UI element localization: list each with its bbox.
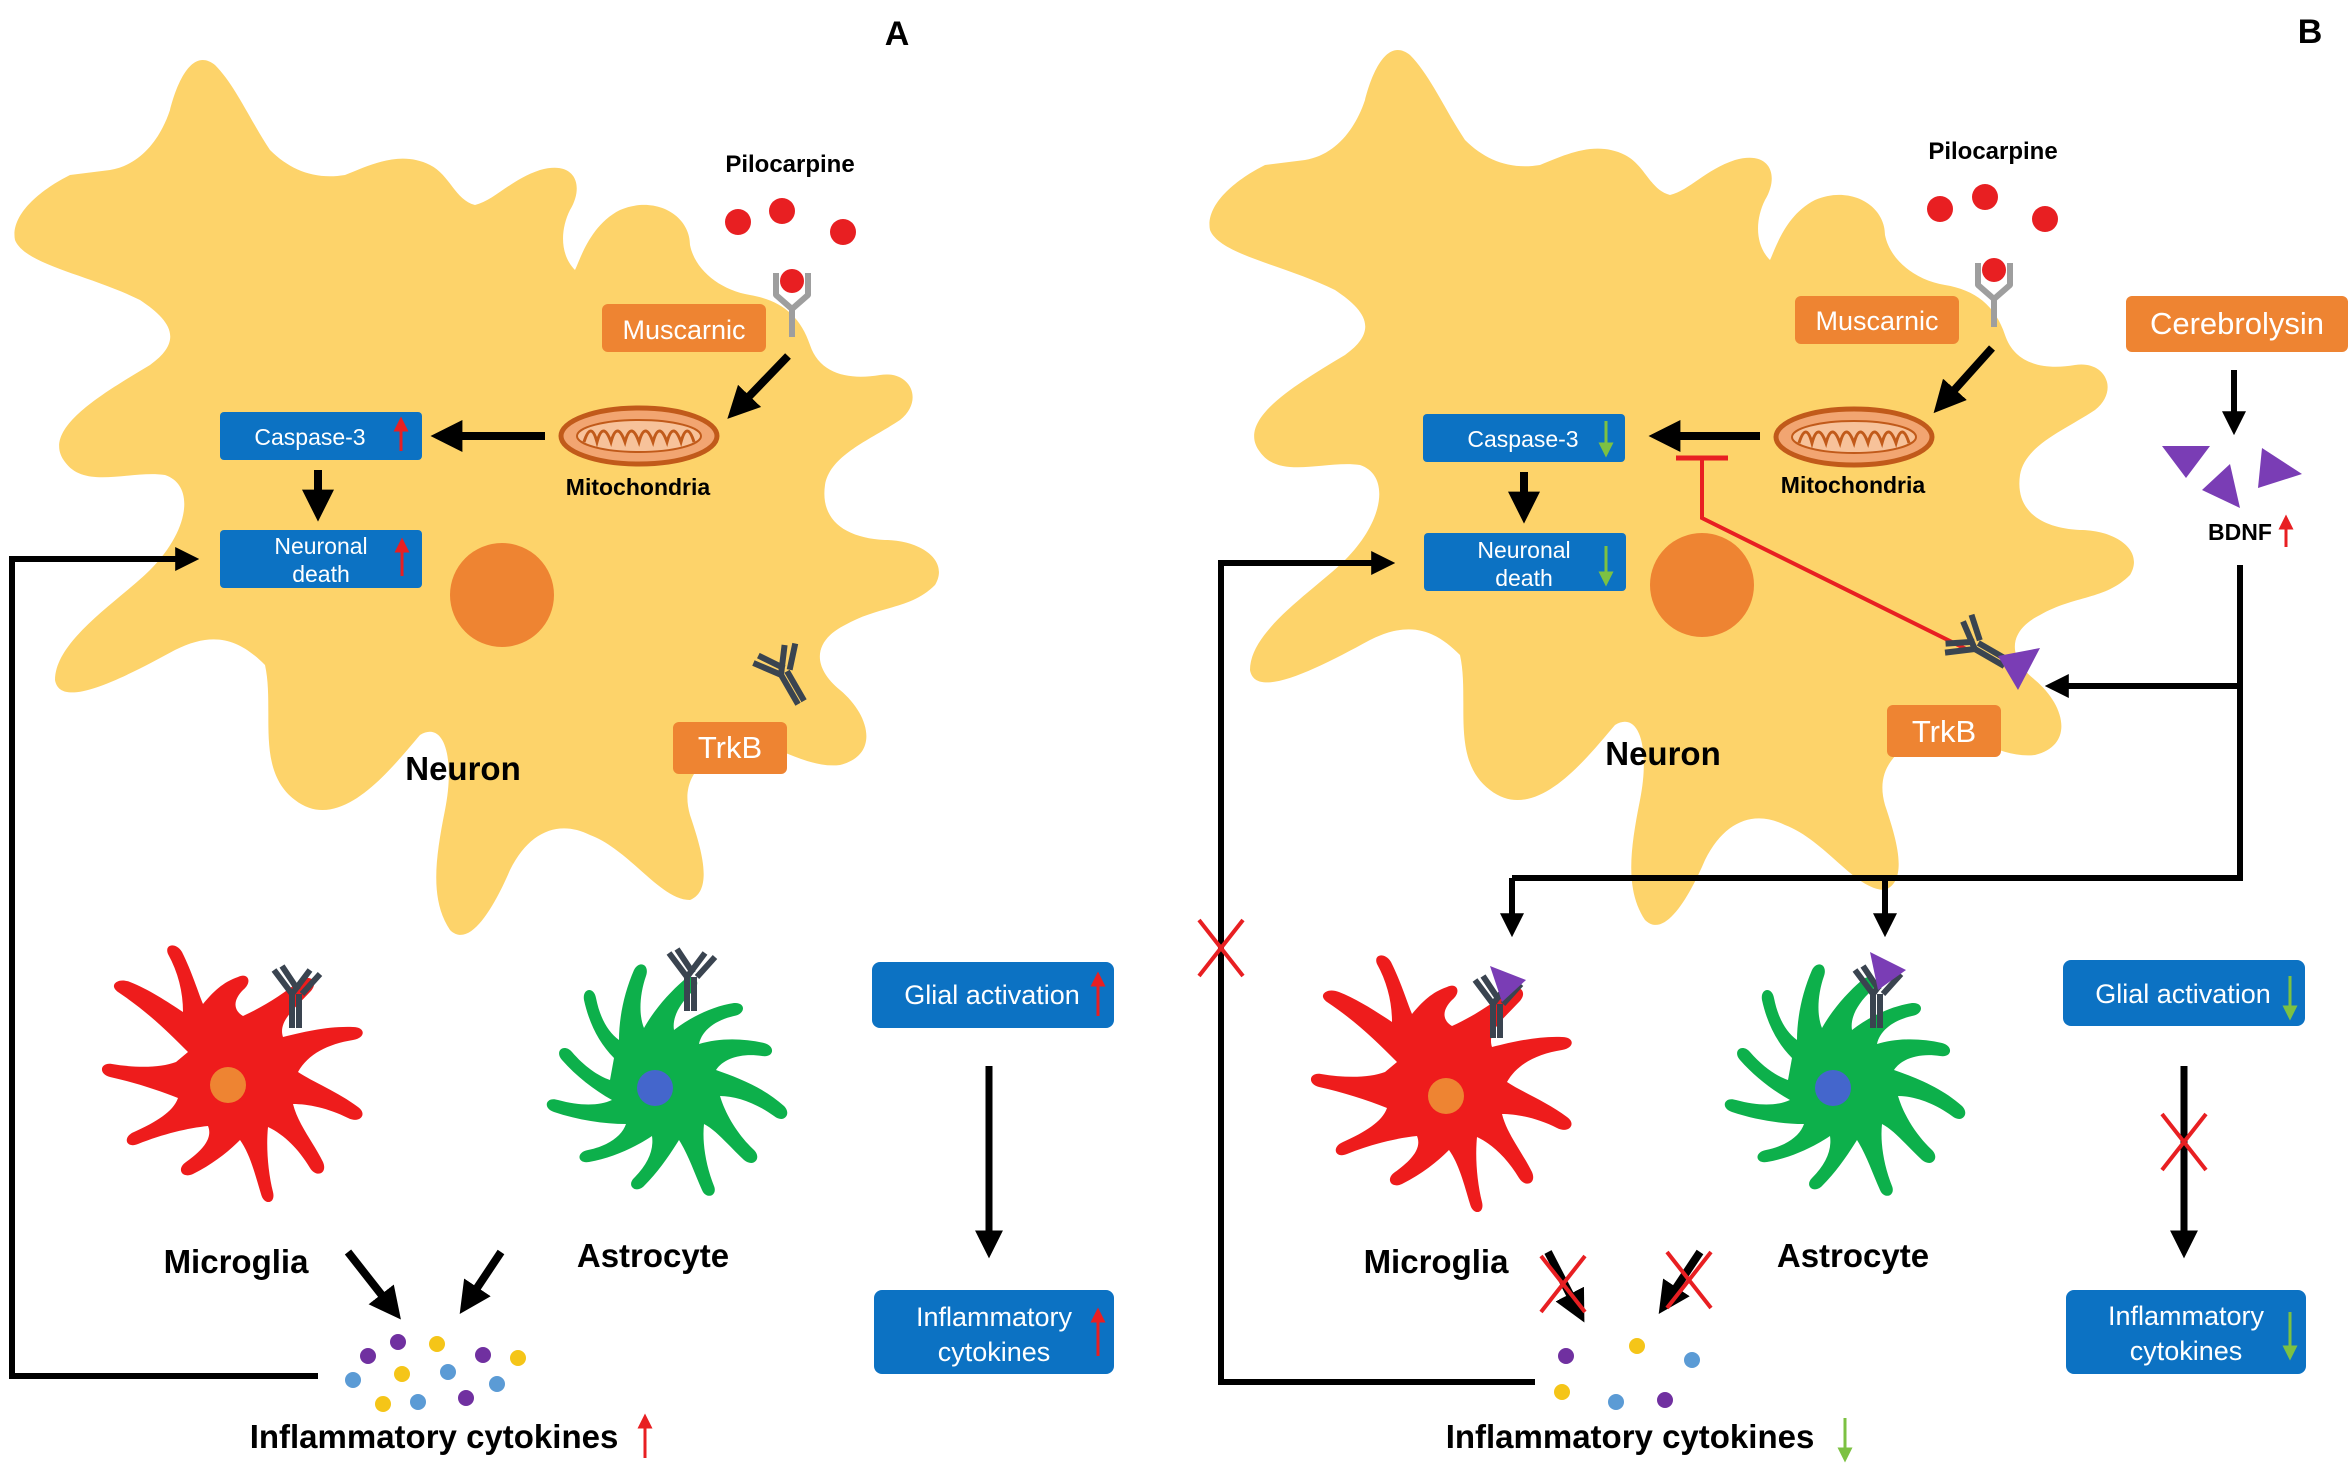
- bdnf-triangle: [1490, 966, 1526, 1002]
- pilocarpine-label-a: Pilocarpine: [725, 151, 854, 178]
- death-box-b: [1424, 533, 1626, 591]
- microglia-label-b: Microglia: [1364, 1243, 1510, 1280]
- caspase-box-a: [220, 412, 422, 460]
- pilocarpine-dot: [725, 209, 751, 235]
- panel-b-letter: B: [2298, 13, 2323, 51]
- death-label-a-2: death: [292, 561, 350, 587]
- feedback-loop-b: [1218, 551, 1535, 1385]
- astrocyte-nucleus: [637, 1070, 673, 1106]
- cerebrolysin-box: [2126, 296, 2348, 352]
- arrow-receptor-to-mito: [727, 353, 791, 419]
- astrocyte-nucleus: [1815, 1070, 1851, 1106]
- mitochondria-label-b: Mitochondria: [1781, 472, 1926, 498]
- infl-box-a: [874, 1290, 1114, 1374]
- pilocarpine-dot-bound: [780, 269, 804, 293]
- astrocyte-label-a: Astrocyte: [577, 1237, 729, 1274]
- infl-label-b-1: Inflammatory: [2108, 1301, 2265, 1331]
- glial-label-b: Glial activation: [2095, 979, 2271, 1009]
- arrow-astrocyte-to-cytokines-b: [1658, 1249, 1704, 1314]
- feedback-loop-a: [9, 547, 318, 1379]
- arrow-microglia-to-cytokines: [344, 1249, 401, 1320]
- infl-label-a-2: cytokines: [938, 1337, 1051, 1367]
- death-label-b-1: Neuronal: [1477, 537, 1570, 563]
- caspase-box-b: [1423, 414, 1625, 462]
- nucleus-b: [1650, 533, 1754, 637]
- cytokines-label-a: Inflammatory cytokines: [250, 1418, 619, 1455]
- infl-label-a-1: Inflammatory: [916, 1302, 1073, 1332]
- neuron-label-b: Neuron: [1605, 735, 1721, 772]
- astrocyte-label-b: Astrocyte: [1777, 1237, 1929, 1274]
- infl-label-b-2: cytokines: [2130, 1336, 2243, 1366]
- glial-label-a: Glial activation: [904, 980, 1080, 1010]
- glial-box-b: [2063, 960, 2305, 1026]
- arrow-astrocyte-to-cytokines: [459, 1249, 505, 1314]
- pilocarpine-dot: [1972, 184, 1998, 210]
- pilocarpine-dot-bound: [1982, 258, 2006, 282]
- mitochondria-icon: [1776, 409, 1932, 465]
- cerebrolysin-label: Cerebrolysin: [2150, 306, 2324, 341]
- bdnf-line-main: [1512, 565, 2243, 881]
- infl-box-b: [2066, 1290, 2306, 1374]
- neuron-a-body: [14, 59, 939, 935]
- arrow-receptor-to-mito-b: [1933, 345, 1995, 414]
- microglia-nucleus: [1428, 1078, 1464, 1114]
- death-box-a: [220, 530, 422, 588]
- pilocarpine-label-b: Pilocarpine: [1928, 138, 2057, 165]
- trkb-box-b: [1887, 705, 2001, 757]
- pilocarpine-dot: [769, 198, 795, 224]
- pilocarpine-dot: [830, 219, 856, 245]
- muscarnic-label-b: Muscarnic: [1815, 306, 1938, 336]
- glial-box-a: [872, 962, 1114, 1028]
- bdnf-molecules: [2162, 446, 2302, 508]
- bdnf-label: BDNF: [2208, 519, 2272, 545]
- trkb-box-a: [673, 722, 787, 774]
- neuron-label-a: Neuron: [405, 750, 521, 787]
- cytokines-label-b: Inflammatory cytokines: [1446, 1418, 1815, 1455]
- cytokines-cluster-a: [345, 1334, 526, 1412]
- microglia-label-a: Microglia: [164, 1243, 310, 1280]
- caspase-label-a: Caspase-3: [254, 424, 365, 450]
- trkb-label-a: TrkB: [698, 730, 762, 765]
- bdnf-triangle: [1870, 952, 1906, 990]
- mitochondria-icon: [561, 408, 717, 464]
- trkb-label-b: TrkB: [1912, 714, 1976, 749]
- cytokines-cluster-b: [1554, 1338, 1700, 1410]
- panel-a: A Pilocarpine Muscarnic Mitochondria Cas…: [9, 15, 1114, 1458]
- mitochondria-label-a: Mitochondria: [566, 474, 711, 500]
- muscarnic-box-b: [1795, 296, 1959, 344]
- inhibition-line: [1700, 460, 1969, 652]
- microglia-nucleus: [210, 1067, 246, 1103]
- muscarnic-box-a: [602, 304, 766, 352]
- death-label-b-2: death: [1495, 565, 1553, 591]
- block-x-icon: [1665, 1250, 1713, 1310]
- neuron-b-body: [1209, 49, 2134, 925]
- bdnf-triangle: [1998, 648, 2040, 690]
- block-x-icon: [1539, 1254, 1587, 1314]
- nucleus-a: [450, 543, 554, 647]
- pilocarpine-dot: [2032, 206, 2058, 232]
- death-label-a-1: Neuronal: [274, 533, 367, 559]
- caspase-label-b: Caspase-3: [1467, 426, 1578, 452]
- pilocarpine-dot: [1927, 196, 1953, 222]
- panel-a-letter: A: [885, 15, 910, 53]
- muscarnic-label-a: Muscarnic: [622, 315, 745, 345]
- panel-b: B Pilocarpine Muscarnic Mitochondria Cas…: [1197, 13, 2348, 1463]
